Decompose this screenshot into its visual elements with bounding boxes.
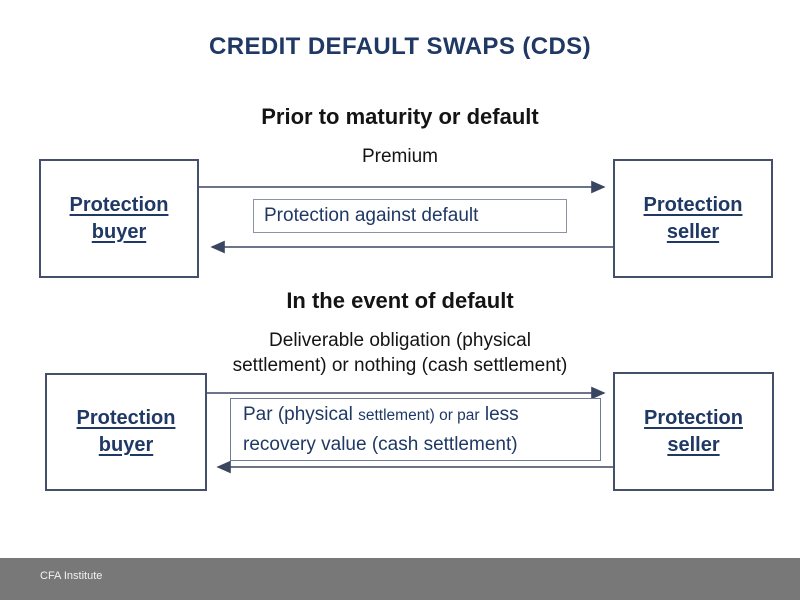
protection-buyer-label: Protection buyer	[76, 407, 176, 456]
deliverable-obligation-label: Deliverable obligation (physical settlem…	[0, 328, 800, 378]
deliverable-obligation-line-1: Deliverable obligation (physical	[269, 330, 531, 351]
protection-seller-label: Protection seller	[643, 193, 743, 243]
section-heading-default-event: In the event of default	[286, 288, 514, 313]
par-segment: less	[479, 404, 519, 425]
protection-against-default-box: Protection against default	[253, 199, 567, 233]
premium-label: Premium	[361, 146, 438, 167]
par-settlement-line-1: Par (physical settlement) or par less	[243, 400, 600, 430]
protection-buyer-box-1: Protection buyer	[39, 159, 199, 278]
footer-brand: CFA Institute	[40, 570, 103, 582]
protection-seller-label: Protection seller	[644, 406, 743, 456]
protection-seller-box-1: Protection seller	[613, 159, 773, 278]
par-settlement-box: Par (physical settlement) or par less re…	[230, 398, 601, 461]
protection-buyer-label: Protection buyer	[69, 193, 169, 243]
par-segment: Par (physical	[243, 404, 359, 425]
deliverable-obligation-line-2: settlement) or nothing (cash settlement)	[232, 355, 568, 376]
page-title: CREDIT DEFAULT SWAPS (CDS)	[209, 33, 591, 60]
protection-buyer-box-2: Protection buyer	[45, 373, 207, 491]
protection-against-default-text: Protection against default	[264, 205, 479, 226]
footer-bar: CFA Institute	[0, 558, 800, 600]
protection-seller-box-2: Protection seller	[613, 372, 774, 491]
section-heading-prior: Prior to maturity or default	[261, 104, 539, 129]
par-segment-small: settlement) or par	[358, 407, 480, 424]
par-settlement-line-2: recovery value (cash settlement)	[243, 434, 518, 455]
